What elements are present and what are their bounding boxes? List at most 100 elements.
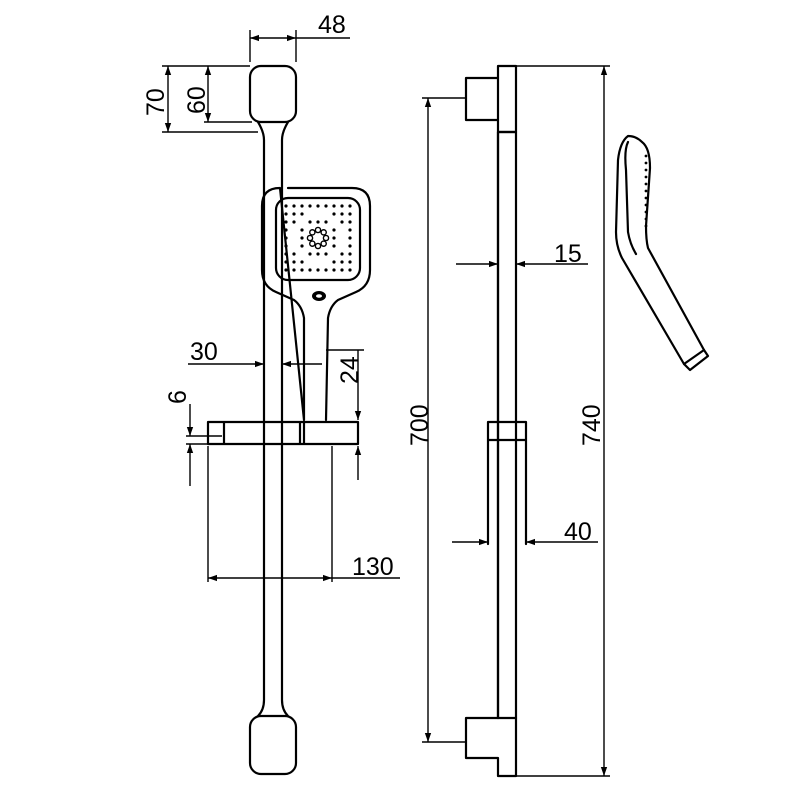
dim-holder-gap: 6 xyxy=(164,390,192,404)
nozzle-dot xyxy=(284,212,288,216)
dim-holder-projection: 130 xyxy=(352,553,394,581)
front-view xyxy=(206,64,372,776)
center-nozzle xyxy=(314,242,322,250)
nozzle-dot xyxy=(324,268,328,272)
nozzle-dot xyxy=(348,244,352,248)
nozzle-dot xyxy=(300,228,304,232)
handset-holder xyxy=(206,420,360,446)
handset-nozzle-dot xyxy=(644,154,648,158)
handset-nozzle-dot xyxy=(644,182,648,186)
nozzle-dot xyxy=(292,204,296,208)
handset-nozzle-dot xyxy=(644,161,648,165)
nozzle-pattern xyxy=(284,204,352,272)
dim-top-width: 48 xyxy=(318,11,346,39)
nozzle-dot xyxy=(316,252,320,256)
center-nozzle xyxy=(306,234,314,242)
nozzle-dot xyxy=(324,220,328,224)
nozzle-dot xyxy=(348,268,352,272)
nozzle-dot xyxy=(300,204,304,208)
nozzle-dot xyxy=(348,236,352,240)
nozzle-dot xyxy=(348,212,352,216)
nozzle-dot xyxy=(308,204,312,208)
nozzle-dot xyxy=(340,268,344,272)
dim-end-height-outer: 70 xyxy=(142,88,170,116)
dim-total-length-outer: 740 xyxy=(578,404,606,446)
nozzle-dot xyxy=(340,204,344,208)
center-nozzle xyxy=(309,229,316,236)
handset-nozzle-dot xyxy=(644,189,648,193)
nozzle-dot xyxy=(308,252,312,256)
dim-head-offset: 30 xyxy=(190,338,218,366)
nozzle-dot xyxy=(308,220,312,224)
nozzle-dot xyxy=(324,204,328,208)
nozzle-dot xyxy=(316,204,320,208)
dim-holder-depth: 40 xyxy=(564,518,592,546)
dim-total-length-inner: 700 xyxy=(406,404,434,446)
handset-nozzle-dot xyxy=(644,203,648,207)
nozzle-dot xyxy=(332,260,336,264)
handset-nozzle-dot xyxy=(644,224,648,228)
center-nozzle xyxy=(309,240,316,247)
nozzle-dot xyxy=(284,204,288,208)
nozzle-dot xyxy=(300,244,304,248)
nozzle-dot xyxy=(308,268,312,272)
nozzle-dot xyxy=(348,228,352,232)
top-end-cap xyxy=(248,64,298,124)
nozzle-dot xyxy=(292,252,296,256)
nozzle-dot xyxy=(348,260,352,264)
side-holder xyxy=(486,420,528,546)
nozzle-dot xyxy=(300,236,304,240)
nozzle-dot xyxy=(332,268,336,272)
nozzle-dot xyxy=(284,236,288,240)
side-dimensions: 700 740 15 40 xyxy=(406,65,610,777)
handset-nozzles xyxy=(644,154,648,228)
side-view xyxy=(464,64,528,778)
nozzle-dot xyxy=(332,212,336,216)
handset-nozzle-dot xyxy=(644,196,648,200)
nozzle-dot xyxy=(292,212,296,216)
nozzle-dot xyxy=(284,228,288,232)
nozzle-dot xyxy=(332,244,336,248)
dim-holder-height: 24 xyxy=(336,356,364,384)
handset-nozzle-dot xyxy=(644,168,648,172)
nozzle-dot xyxy=(300,212,304,216)
handset-side-profile xyxy=(614,134,710,372)
center-nozzle xyxy=(320,229,327,236)
nozzle-dot xyxy=(292,260,296,264)
shower-head xyxy=(260,186,372,422)
nozzle-dot xyxy=(284,268,288,272)
nozzle-dot xyxy=(316,268,320,272)
nozzle-dot xyxy=(332,228,336,232)
front-dimensions: 48 70 60 30 24 6 130 xyxy=(142,11,400,582)
nozzle-dot xyxy=(348,220,352,224)
nozzle-dot xyxy=(284,244,288,248)
nozzle-dot xyxy=(300,260,304,264)
handset-nozzle-dot xyxy=(644,210,648,214)
nozzle-dot xyxy=(284,220,288,224)
handset-nozzle-dot xyxy=(644,217,648,221)
center-nozzle xyxy=(322,234,330,242)
nozzle-dot xyxy=(300,268,304,272)
center-nozzle xyxy=(314,226,322,234)
bottom-end-cap xyxy=(248,714,298,776)
nozzle-dot xyxy=(332,204,336,208)
nozzle-dot xyxy=(324,252,328,256)
nozzle-dot xyxy=(332,236,336,240)
nozzle-dot xyxy=(284,252,288,256)
nozzle-dot xyxy=(340,212,344,216)
dim-end-height-inner: 60 xyxy=(183,86,211,114)
nozzle-dot xyxy=(284,260,288,264)
nozzle-dot xyxy=(292,268,296,272)
handset-nozzle-dot xyxy=(644,175,648,179)
rail-tube xyxy=(256,120,290,718)
center-nozzle xyxy=(320,240,327,247)
nozzle-dot xyxy=(340,220,344,224)
nozzle-dot xyxy=(348,204,352,208)
dim-rail-diameter: 15 xyxy=(554,240,582,268)
nozzle-dot xyxy=(340,252,344,256)
nozzle-dot xyxy=(316,220,320,224)
nozzle-dot xyxy=(348,252,352,256)
nozzle-dot xyxy=(340,260,344,264)
nozzle-dot xyxy=(292,220,296,224)
